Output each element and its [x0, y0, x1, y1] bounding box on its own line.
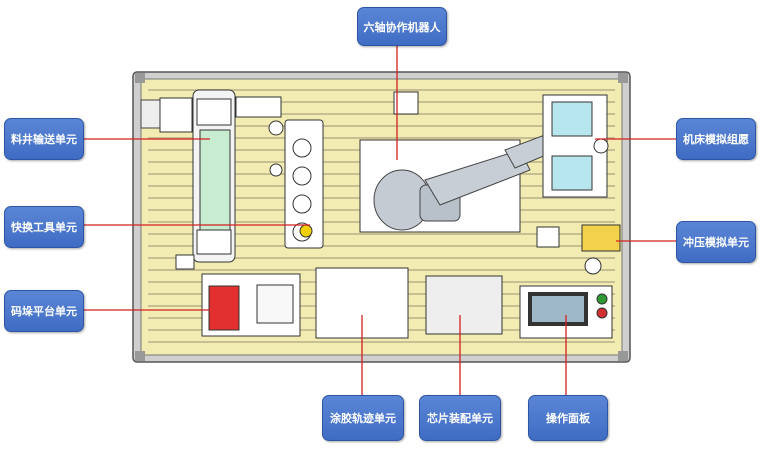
label-feeder: 料井输送单元 [4, 118, 84, 160]
feeder-conveyor-unit [140, 89, 282, 270]
tool-change-rack [268, 119, 324, 249]
label-machine-tool: 机床模拟组愿 [676, 118, 756, 160]
leader-lines [82, 44, 676, 395]
label-stamping: 冲压模拟单元 [676, 221, 756, 263]
stacking-platform [201, 273, 301, 337]
label-panel: 操作面板 [528, 395, 608, 441]
label-tool-change: 快换工具单元 [4, 206, 84, 248]
label-robot: 六轴协作机器人 [357, 7, 447, 46]
label-chip: 芯片装配单元 [419, 395, 501, 441]
six-axis-robot [359, 91, 559, 233]
chip-assembly-unit [425, 275, 503, 335]
operation-panel [519, 285, 613, 339]
label-stacking: 码垛平台单元 [4, 290, 84, 332]
stamping-unit [536, 224, 621, 275]
machine-tool-unit [542, 94, 609, 198]
label-glue: 涂胶轨迹单元 [322, 395, 404, 441]
